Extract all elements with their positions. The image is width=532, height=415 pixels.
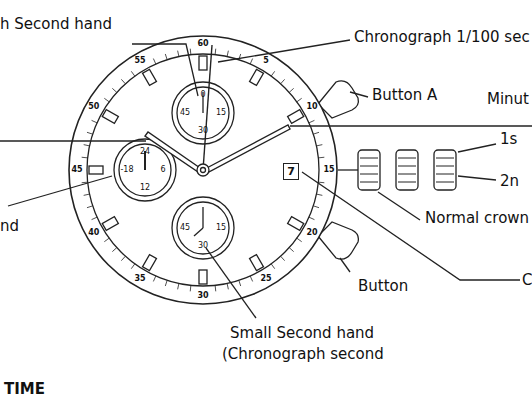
bezel-tick [84,194,90,195]
bezel-tick [190,285,192,291]
dial-number: 25 [260,275,271,284]
dial-number: 35 [134,275,145,284]
bezel-tick [87,132,93,134]
bezel-tick [271,71,275,76]
bezel-tick [112,248,116,252]
dial-number: 30 [198,127,208,136]
bezel-tick [281,256,285,260]
bezel-tick [178,283,179,289]
bezel-tick [316,194,322,195]
bezel-tick [153,276,155,281]
bezel-tick [297,98,302,102]
part-label: 1s [500,131,517,148]
dial-number: 60 [197,40,208,49]
bezel-tick [297,238,302,242]
bezel-tick [313,206,319,208]
dial-number: 30 [198,242,208,251]
bezel-tick [215,49,217,55]
dial-number: 45 [180,109,190,118]
bezel-tick [313,132,319,134]
bezel-tick [92,217,97,219]
dial-number: 15 [323,166,334,175]
dial-number: 0 [200,91,205,100]
part-label: Button [358,278,408,295]
bezel-tick [281,79,285,83]
bezel-tick [165,280,167,286]
part-label: 2n [500,173,519,190]
bezel-tick [316,145,322,146]
bezel-tick [82,157,88,159]
bezel-tick [227,51,228,57]
bezel-tick [92,120,97,122]
dial-number: 12 [140,184,150,193]
dial-number: 10 [307,103,318,112]
dial-number: 50 [88,103,99,112]
part-label: Small Second hand [230,325,374,342]
dial-number: 5 [263,56,269,65]
dial-number: 15 [216,109,226,118]
dial-number: 40 [88,229,99,238]
bezel-tick [215,285,217,291]
bezel-tick [271,264,275,269]
bezel-tick [131,71,135,76]
dial-number: 45 [180,224,190,233]
part-label: Button A [372,87,437,104]
date-window: 7 [283,163,299,180]
bezel-tick [165,54,167,60]
part-label: (Chronograph second [222,346,384,363]
bezel-tick [84,145,90,146]
bezel-tick [104,238,109,242]
part-label: nd [0,218,19,235]
part-label: TIME [4,381,45,398]
bezel-tick [250,276,252,281]
part-label: C [522,272,532,289]
dial-number: 45 [71,166,82,175]
date-number: 7 [287,165,295,178]
dial-number: 30 [197,292,208,301]
bezel-tick [289,248,293,252]
bezel-tick [289,88,293,92]
bezel-tick [104,98,109,102]
dial-number: 24 [140,148,150,157]
dial-number: 55 [134,56,145,65]
bezel-tick [309,217,314,219]
bezel-tick [178,51,179,57]
bezel-tick [112,88,116,92]
bezel-tick [121,79,125,83]
part-label: Minut [487,91,529,108]
bezel-tick [87,206,93,208]
bezel-tick [227,283,228,289]
part-label: h Second hand [0,16,112,33]
part-label: Normal crown [425,210,529,227]
bezel-tick [250,59,252,64]
bezel-tick [121,256,125,260]
bezel-tick [190,49,192,55]
bezel-tick [239,280,241,286]
dial-number: 6 [160,166,165,175]
dial-number: -18 [120,166,133,175]
dial-number: 15 [216,224,226,233]
bezel-tick [318,182,324,184]
part-label: Chronograph 1/100 sec [354,29,530,46]
bezel-tick [318,157,324,159]
bezel-tick [309,120,314,122]
dial-number: 20 [307,229,318,238]
bezel-tick [131,264,135,269]
bezel-tick [153,59,155,64]
